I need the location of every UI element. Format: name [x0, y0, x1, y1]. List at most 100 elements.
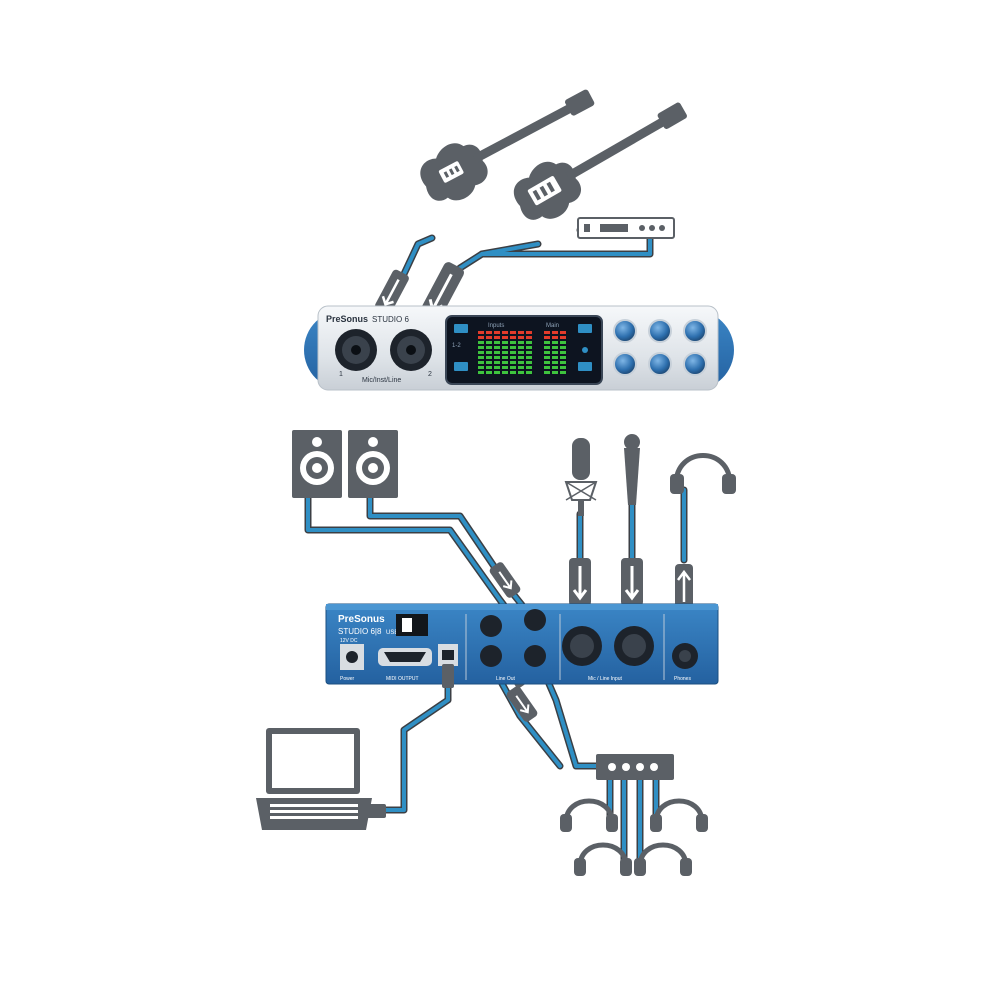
headphones-icon [560, 798, 618, 832]
electric-guitar-icon [513, 102, 687, 220]
meter-led [544, 356, 550, 359]
meter-led [518, 331, 524, 334]
studio-monitor-icon [292, 430, 342, 498]
meter-led [510, 366, 516, 369]
display-button-2[interactable] [454, 362, 468, 371]
meter-led [560, 371, 566, 374]
meter-led [544, 371, 550, 374]
headphones-icon [574, 842, 632, 876]
rack-unit-icon [577, 217, 675, 239]
meter-led [560, 366, 566, 369]
line-out-jack-1[interactable] [480, 615, 502, 637]
meter-led [552, 371, 558, 374]
meter-led [526, 356, 532, 359]
meter-led [560, 351, 566, 354]
gain-knob-4[interactable] [613, 352, 637, 376]
line-out-jack-3[interactable] [480, 645, 502, 667]
combo-input-2[interactable] [390, 329, 432, 371]
meter-led [560, 356, 566, 359]
meter-led [518, 366, 524, 369]
meter-led [494, 371, 500, 374]
meter-led [560, 336, 566, 339]
rear-brand: PreSonus [338, 614, 385, 625]
front-brand: PreSonus [326, 314, 368, 324]
electric-guitar-icon [420, 89, 595, 201]
usb-indicator-icon [582, 347, 588, 353]
line-out-jack-4[interactable] [524, 645, 546, 667]
meter-led [502, 341, 508, 344]
headphones-icon [670, 453, 736, 494]
meter-led [560, 331, 566, 334]
input-2-label: 2 [428, 371, 432, 378]
combo-input-1[interactable] [335, 329, 377, 371]
front-knobs [613, 319, 707, 376]
meter-led [478, 331, 484, 334]
meter-led [526, 346, 532, 349]
meter-led [478, 351, 484, 354]
line-out-label: Line Out [496, 676, 516, 682]
meter-led [518, 341, 524, 344]
meter-led [526, 371, 532, 374]
rear-model: STUDIO 6|8 [338, 627, 382, 636]
meter-led [552, 336, 558, 339]
audio-interface-front-panel: PreSonus STUDIO 6 1 2 Mic/Inst/Line Inpu… [304, 305, 734, 391]
meter-led [544, 351, 550, 354]
meter-led [544, 361, 550, 364]
meter-led [486, 341, 492, 344]
meter-led [478, 366, 484, 369]
condenser-microphone-icon [564, 438, 598, 516]
meter-display: Inputs Main 1-2 [445, 315, 603, 385]
meter-led [552, 341, 558, 344]
meter-led [544, 346, 550, 349]
front-plug-1 [375, 269, 409, 315]
meter-led [552, 346, 558, 349]
display-button-1[interactable] [454, 324, 468, 333]
meter-led [544, 331, 550, 334]
meter-led [494, 331, 500, 334]
meter-led [510, 341, 516, 344]
display-button-4[interactable] [578, 362, 592, 371]
meter-led [502, 331, 508, 334]
line-out-jack-2[interactable] [524, 609, 546, 631]
meter-led [502, 351, 508, 354]
display-button-3[interactable] [578, 324, 592, 333]
phones-knob[interactable] [648, 352, 672, 376]
meter-led [560, 361, 566, 364]
meter-led [486, 336, 492, 339]
main-volume-knob[interactable] [683, 352, 707, 376]
meter-led [502, 336, 508, 339]
meter-led [526, 336, 532, 339]
gain-knob-1[interactable] [613, 319, 637, 343]
meter-main-label: Main [546, 323, 559, 329]
meter-led [478, 371, 484, 374]
meter-led [486, 366, 492, 369]
meter-led [502, 366, 508, 369]
meter-led [486, 356, 492, 359]
gain-knob-2[interactable] [648, 319, 672, 343]
top-cables [376, 226, 654, 322]
headphones-icon [634, 842, 692, 876]
meter-led [494, 336, 500, 339]
meter-led [486, 346, 492, 349]
headphones-icon [650, 798, 708, 832]
mic-inst-line-label: Mic/Inst/Line [362, 377, 401, 384]
line-out-jacks [480, 609, 546, 667]
meter-led [478, 361, 484, 364]
meter-led [560, 341, 566, 344]
meter-led [494, 356, 500, 359]
rear-12v-label: 12V DC [340, 638, 358, 644]
meter-led [494, 341, 500, 344]
meter-led [552, 351, 558, 354]
input-1-label: 1 [339, 371, 343, 378]
meter-led [486, 371, 492, 374]
laptop-icon [256, 728, 386, 830]
meter-led [486, 351, 492, 354]
meter-led [526, 361, 532, 364]
rear-model-suffix: USB [386, 630, 398, 636]
meter-led [494, 346, 500, 349]
gain-knob-3[interactable] [683, 319, 707, 343]
meter-led [560, 346, 566, 349]
meter-led [544, 336, 550, 339]
meter-led [552, 356, 558, 359]
midi-label: MIDI OUTPUT [386, 676, 419, 682]
